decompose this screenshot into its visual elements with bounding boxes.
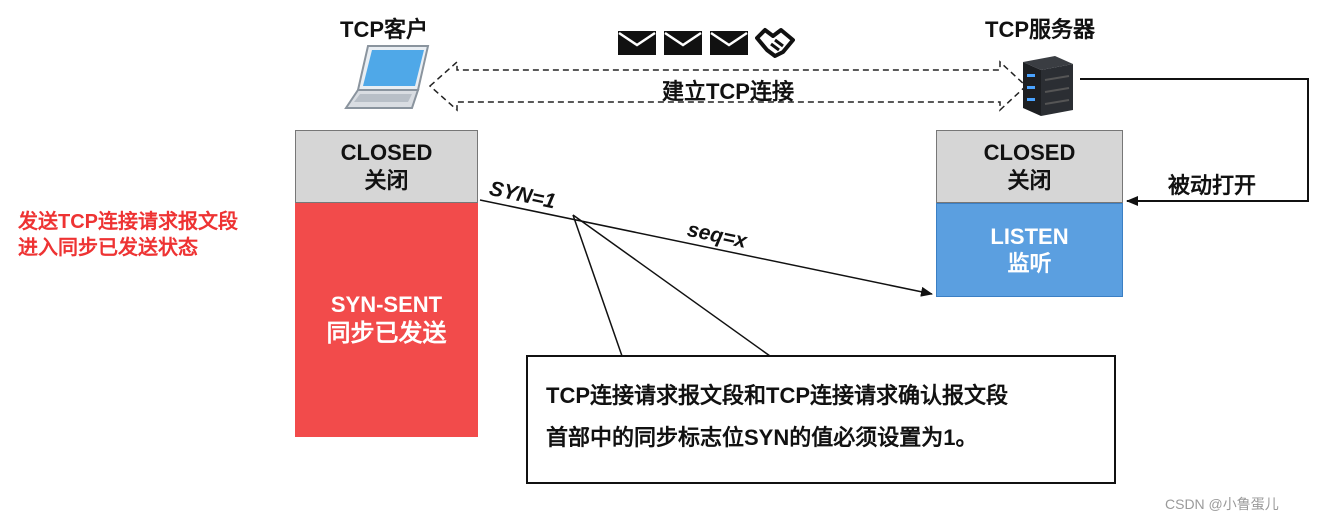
callout-pointer-right (572, 214, 771, 357)
passive-open-label: 被动打开 (1168, 173, 1257, 198)
laptop-icon (344, 45, 430, 109)
client-label: TCP客户 (340, 17, 429, 42)
syn-segment-arrow (479, 199, 933, 297)
envelope-icon (710, 31, 748, 55)
watermark: CSDN @小鲁蛋儿 (1165, 496, 1279, 512)
server-icon (1023, 56, 1073, 116)
server-listen-en: LISTEN (990, 223, 1069, 249)
client-closed-state: CLOSED 关闭 (295, 130, 478, 203)
connection-label: 建立TCP连接 (661, 79, 794, 104)
callout-line1: TCP连接请求报文段和TCP连接请求确认报文段 (546, 383, 1009, 408)
client-closed-zh: 关闭 (364, 167, 409, 193)
server-closed-en: CLOSED (983, 140, 1076, 165)
client-syn-sent-state: SYN-SENT 同步已发送 (295, 203, 478, 437)
server-closed-zh: 关闭 (1007, 167, 1052, 193)
client-closed-en: CLOSED (340, 140, 433, 165)
handshake-icon (755, 28, 795, 58)
server-listen-zh: 监听 (1007, 251, 1052, 276)
server-closed-state: CLOSED 关闭 (936, 130, 1123, 203)
passive-open-connector (1080, 78, 1309, 206)
left-note: 发送TCP连接请求报文段 进入同步已发送状态 (18, 209, 238, 261)
server-listen-state: LISTEN 监听 (936, 203, 1123, 297)
callout-line2: 首部中的同步标志位SYN的值必须设置为1。 (546, 424, 978, 450)
envelope-icon (618, 31, 656, 55)
envelope-icon (664, 31, 702, 55)
left-note-line1: 发送TCP连接请求报文段 (18, 211, 238, 233)
client-syn-sent-zh: 同步已发送 (326, 319, 447, 347)
server-label: TCP服务器 (985, 17, 1096, 42)
client-syn-sent-en: SYN-SENT (330, 292, 443, 318)
callout-box: TCP连接请求报文段和TCP连接请求确认报文段 首部中的同步标志位SYN的值必须… (526, 355, 1116, 484)
connection-dashed-arrow (428, 60, 1028, 112)
callout-pointer-left (572, 214, 623, 357)
left-note-line2: 进入同步已发送状态 (18, 237, 198, 259)
